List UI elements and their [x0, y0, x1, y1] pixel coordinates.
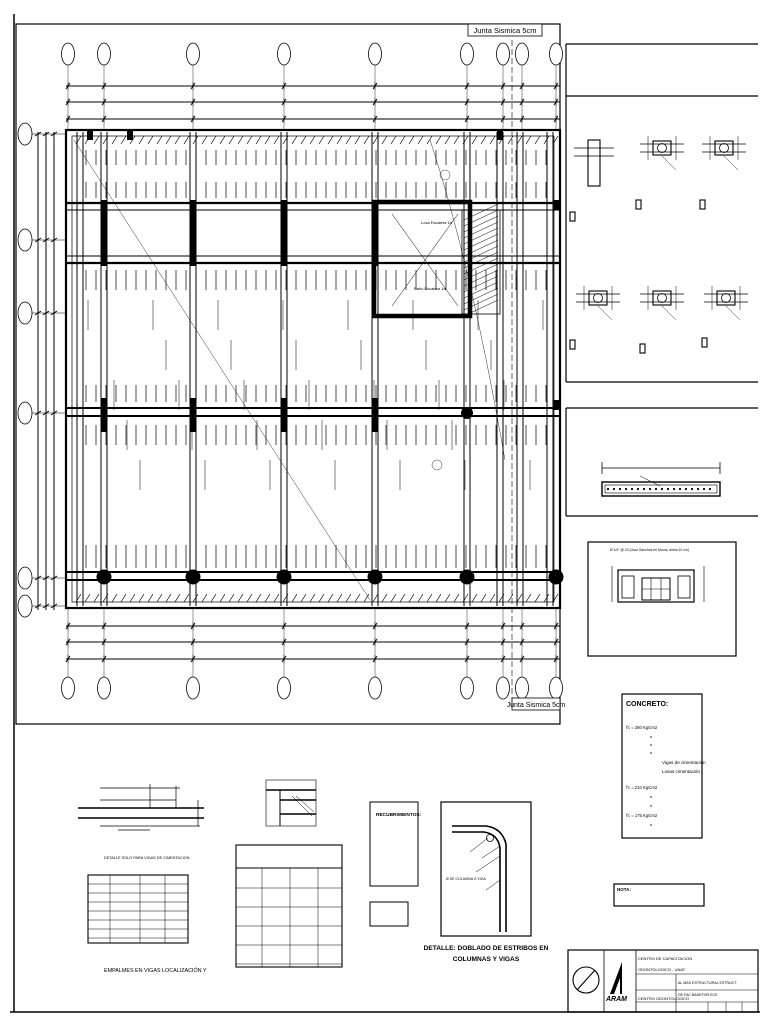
splice-table	[87, 874, 189, 944]
concrete-item-vigas: Vigas de cimentación	[662, 760, 706, 765]
rebar-callouts	[85, 150, 547, 568]
legend-panel-top	[565, 43, 758, 383]
section-lines	[73, 139, 506, 601]
foundation-beams-horizontal	[66, 201, 560, 581]
foundation-plan: Losa Escalera 1a Paño Escalera 1a Junta …	[15, 23, 566, 725]
seismic-joint-label-bottom: Junta Sismica 5cm	[507, 702, 566, 709]
concrete-fc-280: f'c = 280 Kg/cm2	[626, 725, 658, 730]
sheet-border	[10, 14, 760, 1013]
seismic-joint-label-top: Junta Sismica 5cm	[474, 26, 537, 35]
splice-detail	[78, 784, 204, 831]
grid-bubbles-horizontal	[61, 42, 563, 700]
splice-caption: DETALLE SOLO PARA VIGAS DE CIMENTACION	[104, 856, 190, 860]
nota-panel	[613, 883, 705, 907]
stirrup-title-2: COLUMNAS Y VIGAS	[453, 956, 520, 963]
org-line-1: CENTRO DE CAPACITACION	[638, 956, 692, 961]
stair-label-1: Losa Escalera 1a	[421, 220, 453, 225]
concrete-panel	[621, 693, 703, 839]
stirrup-title-1: DETALLE: DOBLADO DE ESTRIBOS EN	[424, 945, 549, 952]
slab-section-panel	[565, 407, 758, 517]
title-block	[567, 949, 759, 1013]
splice-title: EMPALMES EN VIGAS LOCALIZACIÓN Y	[104, 967, 207, 974]
concrete-title: CONCRETO:	[626, 701, 668, 708]
logo-text: ARAM	[605, 996, 627, 1003]
org-line-3: CENTRO ODONTOLOGICO	[638, 996, 689, 1001]
concrete-bullets	[650, 736, 652, 826]
north-arrow-icon	[572, 966, 600, 994]
sheet-line-1: AL MAS ESTRUCTURAL ESTRUCT.	[678, 981, 737, 985]
column-section-details	[569, 136, 748, 354]
recubrimientos-panel	[369, 801, 419, 887]
wall-detail-panel	[587, 541, 737, 657]
stair-opening: Losa Escalera 1a Paño Escalera 1a	[371, 199, 501, 319]
concrete-item-losas: Losas cimentación	[662, 769, 700, 774]
schedule-table	[235, 844, 343, 968]
concrete-fc-175: f'c = 175 Kg/cm2	[626, 813, 658, 818]
wall-note: Ø 1/4" @.20 (Usar Ganchos en Muros, dobl…	[610, 548, 689, 552]
dimension-ticks	[34, 82, 559, 663]
nota-label: NOTA:	[617, 887, 631, 892]
recubrimientos-box	[369, 901, 409, 927]
recubrimientos-title: RECUBRIMIENTOS:	[376, 812, 422, 818]
sheet-line-2: DE FAC BASEFOR ECE	[678, 993, 718, 997]
building-outline	[64, 128, 562, 610]
perimeter-hatching	[75, 135, 559, 603]
concrete-fc-210: f'c = 210 Kg/cm2	[626, 785, 658, 790]
columns	[87, 130, 564, 585]
stair-label-2: Paño Escalera 1a	[414, 286, 446, 291]
slab-rebar-dots	[606, 487, 712, 491]
grid-bubbles-vertical	[17, 122, 66, 618]
left-dimension-lines	[37, 132, 55, 610]
stirrup-note: Ø DE COLUMNA O VIGA	[446, 877, 487, 881]
beam-end-detail	[265, 779, 317, 827]
dimension-lines	[66, 85, 560, 660]
stirrup-bending-detail	[440, 801, 532, 937]
org-line-2: ODONTOLOGICO - UNAT	[638, 967, 686, 972]
